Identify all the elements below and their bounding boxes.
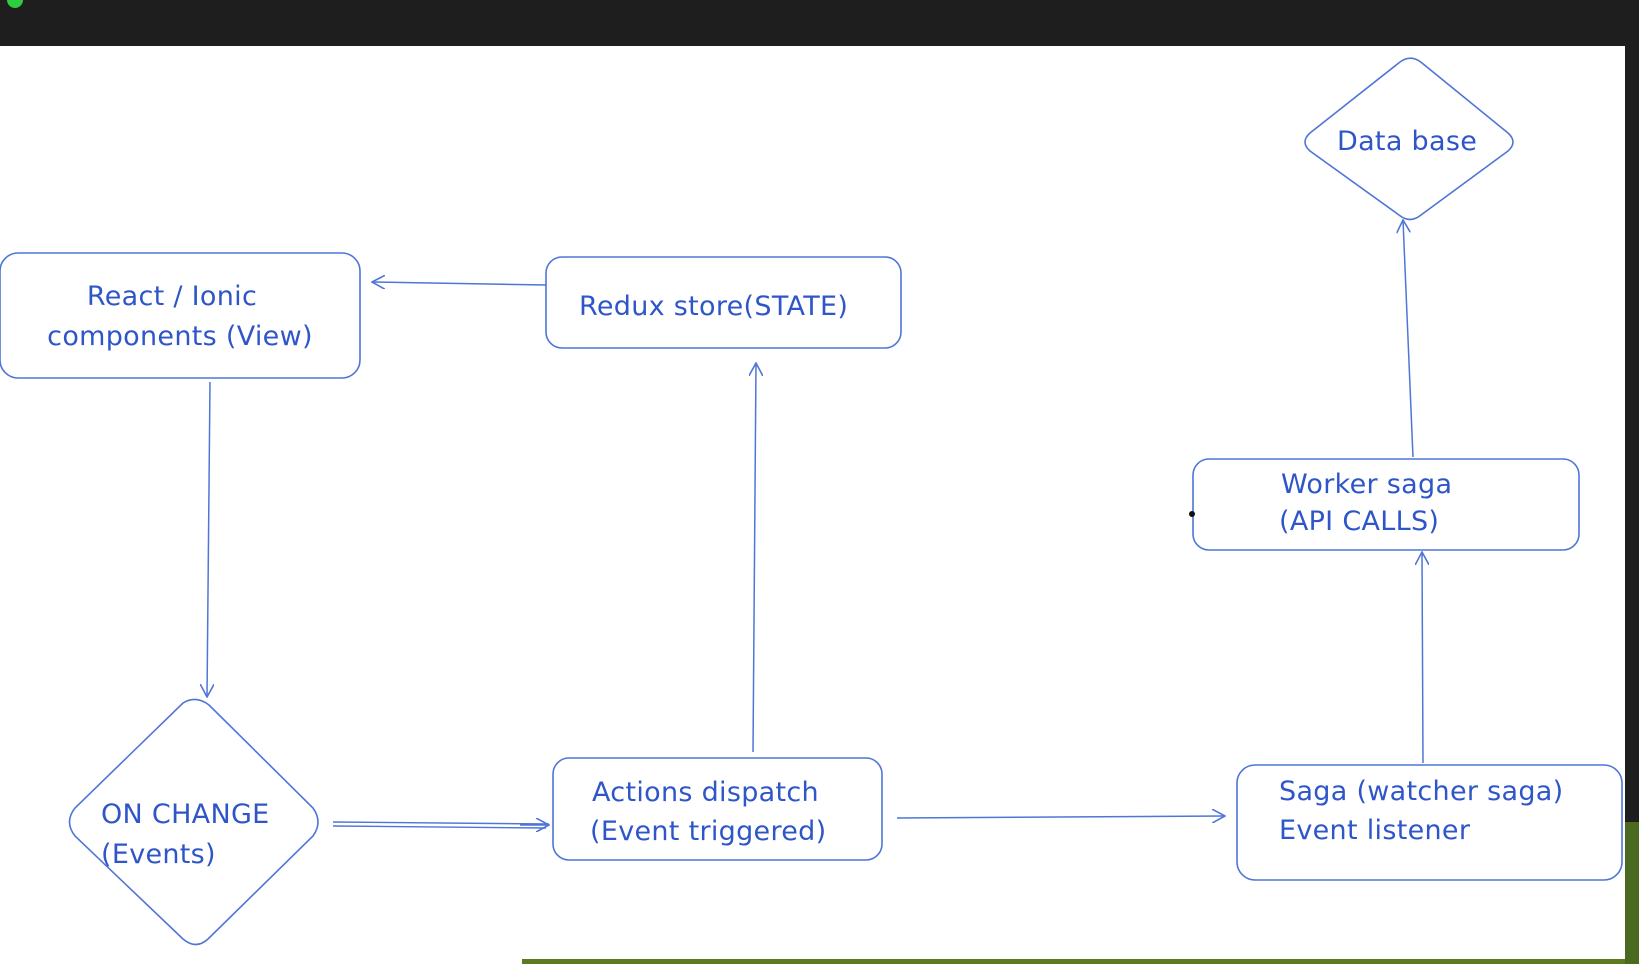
right-edge-green-strip — [1625, 822, 1639, 964]
node-store-label-line1: Redux store(STATE) — [579, 291, 848, 322]
top-bar — [0, 0, 1639, 46]
node-actions-label-line1: Actions dispatch — [592, 777, 819, 808]
whiteboard-canvas[interactable] — [0, 46, 1625, 964]
node-view-label-line1: React / Ionic — [87, 281, 257, 312]
node-database[interactable]: Data base — [1304, 57, 1514, 221]
arrow-watcher-to-worker — [1422, 552, 1423, 764]
node-view[interactable]: React / Ionic components (View) — [0, 252, 361, 379]
node-worker-shape — [1192, 458, 1580, 551]
node-view-shape — [0, 252, 361, 379]
node-worker-label-line2: (API CALLS) — [1279, 506, 1439, 537]
arrow-store-to-view — [372, 282, 547, 285]
arrow-actions-to-watcher — [896, 816, 1225, 818]
node-view-label-line2: components (View) — [47, 321, 313, 352]
node-watcher-label-line1: Saga (watcher saga) — [1279, 776, 1563, 807]
node-store-shape — [545, 256, 902, 349]
node-actions-shape — [552, 757, 883, 861]
node-onchange-label-line2: (Events) — [101, 839, 216, 870]
arrow-onchange-to-actions — [332, 821, 550, 829]
status-dot-icon — [7, 0, 23, 8]
node-watcher-shape — [1236, 764, 1623, 881]
node-onchange[interactable]: ON CHANGE (Events) — [68, 698, 319, 946]
node-onchange-label-line1: ON CHANGE — [101, 799, 270, 830]
node-store[interactable]: Redux store(STATE) — [545, 256, 902, 349]
node-actions-label-line2: (Event triggered) — [590, 816, 826, 847]
arrow-view-to-onchange — [207, 381, 210, 697]
bottom-green-strip — [522, 959, 1625, 964]
node-worker-label-line1: Worker saga — [1281, 469, 1452, 500]
node-onchange-shape — [68, 698, 319, 946]
node-actions[interactable]: Actions dispatch (Event triggered) — [552, 757, 883, 861]
node-worker[interactable]: Worker saga (API CALLS) — [1192, 458, 1580, 551]
right-edge-strip — [1625, 46, 1639, 964]
arrow-worker-to-database — [1403, 220, 1414, 458]
node-database-label-line1: Data base — [1337, 126, 1477, 157]
selection-dot — [1189, 511, 1195, 517]
node-watcher[interactable]: Saga (watcher saga) Event listener — [1236, 764, 1623, 881]
node-watcher-label-line2: Event listener — [1279, 815, 1471, 846]
node-database-shape — [1304, 57, 1514, 221]
arrow-actions-to-store — [753, 363, 756, 753]
